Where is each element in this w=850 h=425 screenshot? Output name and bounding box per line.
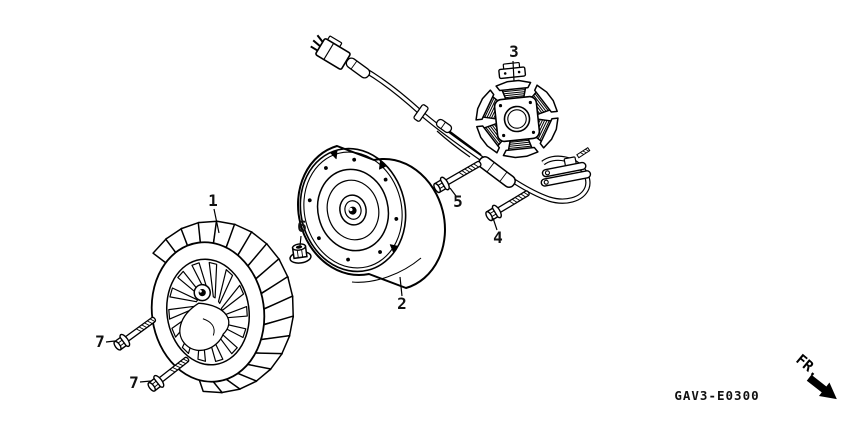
cable-sleeve-small <box>345 57 371 79</box>
wire-bracket <box>540 146 592 187</box>
callout-5: 5 <box>453 192 463 211</box>
callout-1: 1 <box>208 191 218 210</box>
cable-clamp <box>413 104 429 122</box>
flange-bolt <box>485 190 530 222</box>
flange-bolt <box>433 160 482 194</box>
front-direction: FR. <box>792 352 822 381</box>
bullet-connector <box>435 118 453 134</box>
harness-connector <box>310 34 351 70</box>
front-direction-arrow-icon <box>806 374 837 400</box>
callout-7a: 7 <box>95 332 105 351</box>
flywheel-rotor <box>297 145 446 289</box>
callout-7b: 7 <box>129 373 139 392</box>
cable-sleeve-large <box>478 156 516 188</box>
wire-harness <box>310 34 592 204</box>
flange-bolt <box>113 316 157 351</box>
callout-4: 4 <box>493 228 503 247</box>
flywheel-face <box>299 147 407 273</box>
front-direction-label: FR. <box>792 352 822 381</box>
flange-nut <box>289 243 312 264</box>
callout-leaders <box>105 60 515 383</box>
callout-6: 6 <box>297 217 307 236</box>
flange-bolt <box>147 356 190 392</box>
branch-wire-2 <box>436 130 471 158</box>
branch-wire <box>448 130 482 156</box>
cooling-fan <box>150 220 295 394</box>
fan-hub-plate <box>179 302 230 351</box>
flange-bolts <box>113 160 530 392</box>
callout-2: 2 <box>397 294 407 313</box>
diagram-code: GAV3-E0300 <box>674 388 759 403</box>
bracket-stud <box>576 146 591 159</box>
flywheel-body <box>297 145 446 289</box>
stator-assembly <box>475 61 559 159</box>
stator-top-cap <box>498 61 527 80</box>
flywheel-rim-band <box>351 257 422 283</box>
callout-3: 3 <box>509 42 519 61</box>
connector-pins <box>310 34 324 52</box>
flywheel-face-details <box>307 149 399 262</box>
